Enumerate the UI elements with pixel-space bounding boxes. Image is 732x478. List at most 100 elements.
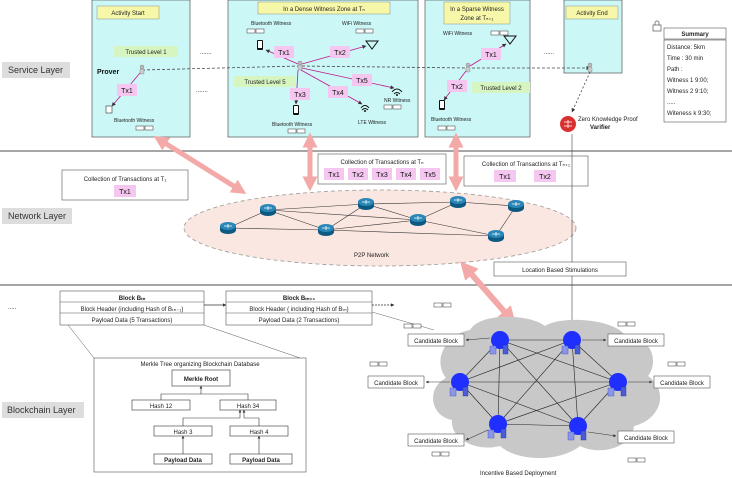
sparse-bt-witness: Bluetooth Witness <box>431 117 472 123</box>
trusted-level-1: Trusted Level 1 <box>125 50 167 56</box>
lte-antenna-dot-icon <box>364 110 366 112</box>
router-icon-7 <box>487 229 505 243</box>
sparse-phone-icon <box>439 100 445 110</box>
dense-tx1: Tx1 <box>278 50 290 57</box>
sparse-tx2-box <box>447 80 467 92</box>
merkle-callout-line-2 <box>203 324 301 359</box>
ellipsis-b: ...... <box>544 50 554 56</box>
merkle-title: Merkle Tree organizing Blockchain Databa… <box>140 362 260 368</box>
collection-tn: Collection of Transactions at Tₙ <box>341 160 425 166</box>
block-bn <box>59 290 205 326</box>
candidate-device-icon-6 <box>627 457 646 463</box>
collection-tn1-box <box>463 155 589 187</box>
trusted-level-5: Trusted Level 5 <box>244 80 286 86</box>
nr-antenna-icon <box>391 88 403 95</box>
summary-line-2: Path : <box>667 67 683 73</box>
prover-person-icon <box>139 64 145 75</box>
candidate-block-box-1 <box>407 333 465 347</box>
zone-sparse-title-box <box>443 1 511 25</box>
blockchain-layer-label: Blockchain Layer <box>7 405 76 415</box>
collection-tn-tx3: Tx3 <box>376 172 388 179</box>
candidate-block-6: Candidate Block <box>624 436 669 442</box>
collection-tn1-tx2: Tx2 <box>539 174 551 181</box>
collection-tn1-tx1: Tx1 <box>499 174 511 181</box>
collection-tn-tx2: Tx2 <box>352 172 364 179</box>
router-icon-6 <box>449 195 467 209</box>
arrow-network-to-blockchain <box>460 261 516 325</box>
candidate-arrow-5 <box>465 429 489 441</box>
nr-antenna-dot-icon <box>396 94 398 96</box>
candidate-device-icon-2 <box>617 321 636 327</box>
network-layer-label-box <box>2 208 72 224</box>
sparse-tx2: Tx2 <box>451 84 463 91</box>
dense-tx3-box <box>290 88 310 100</box>
summary-line-1: Time : 30 min <box>667 56 703 62</box>
network-layer-label: Network Layer <box>8 211 66 221</box>
lte-witness: LTE Witness <box>358 120 386 126</box>
hash-12: Hash 12 <box>150 404 173 410</box>
phone-icon <box>257 40 263 50</box>
zone-activity-end-title: Activity End <box>576 11 607 17</box>
collection-tn-tx4: Tx4 <box>400 172 412 179</box>
summary-title: Summary <box>681 32 709 38</box>
router-icon-5 <box>409 213 427 227</box>
arrow-start-to-network <box>153 136 247 194</box>
start-tx1-box <box>117 84 137 96</box>
location-label: Location Based Stimulations <box>522 268 598 274</box>
prover-path <box>141 65 591 71</box>
lock-icon-shackle <box>654 20 660 25</box>
block-bn1 <box>225 290 373 326</box>
zone-dense <box>227 0 419 138</box>
collection-t1-tx1-box <box>114 185 136 197</box>
dense-tx4-box <box>328 86 348 98</box>
collection-tn1-tx2-box <box>534 170 556 182</box>
candidate-device-icon-1 <box>403 323 422 329</box>
proof-to-verifier-arrow <box>571 71 591 113</box>
router-icon-8 <box>507 199 525 213</box>
hash-3: Hash 3 <box>173 430 193 436</box>
zone-dense-title: In a Dense Witness Zone at Tₙ <box>283 7 365 13</box>
incentive-label: Incentive Based Deployment <box>480 471 557 477</box>
merkle-callout-line-1 <box>67 324 95 359</box>
collection-tn-tx2-box <box>348 168 368 180</box>
sparse-tx1: Tx1 <box>485 52 497 59</box>
candidate-block-box-2 <box>607 333 665 347</box>
p2p-links <box>227 201 517 237</box>
collection-t1-tx1: Tx1 <box>119 189 131 196</box>
summary-line-6: Witeness k 9:30; <box>667 111 712 117</box>
prover-sparse-person-icon <box>465 62 471 73</box>
router-icon-1 <box>219 221 237 235</box>
summary-line-0: Distance: 5km <box>667 45 705 51</box>
candidate-device-icon-3 <box>369 361 388 367</box>
router-icon-3 <box>317 223 335 237</box>
candidate-device-icon-5 <box>431 451 450 457</box>
candidate-block-box-5 <box>407 433 465 447</box>
block-to-network-line <box>371 311 435 331</box>
block-bn1-header: Block Header ( including Hash of Bₜₙ) <box>249 307 348 313</box>
lock-icon <box>652 24 662 32</box>
nr-witness: NR Witness <box>384 98 411 104</box>
trusted-level-1-box <box>114 46 178 57</box>
block-chain-end-icon <box>433 302 452 308</box>
dense-wifi-witness: WiFi Witness <box>342 21 372 27</box>
start-tx1: Tx1 <box>121 88 133 95</box>
dense-bt-phone-icon <box>293 105 299 115</box>
sparse-wifi-witness: WiFi Witness <box>443 31 473 37</box>
collection-tn-tx1: Tx1 <box>328 172 340 179</box>
service-layer-label: Service Layer <box>8 65 63 75</box>
hash-34: Hash 34 <box>237 404 260 410</box>
ellipsis-d: ..... <box>8 305 17 311</box>
zone-dense-title-box <box>257 1 391 15</box>
collection-tn1: Collection of Transactions at Tₙ₊₁ <box>482 162 570 168</box>
candidate-block-box-4 <box>653 375 711 389</box>
summary-line-3: Witness 1 9:00; <box>667 78 709 84</box>
collection-tn-tx5-box <box>420 168 440 180</box>
candidate-block-5: Candidate Block <box>414 439 459 445</box>
service-layer-label-box <box>2 62 70 78</box>
dense-tx1-box <box>274 46 294 58</box>
p2p-network-label: P2P Network <box>354 253 390 259</box>
prover-end-person-icon <box>587 62 593 73</box>
candidate-arrow-1 <box>465 337 491 342</box>
blockchain-layer-label-box <box>2 402 84 418</box>
